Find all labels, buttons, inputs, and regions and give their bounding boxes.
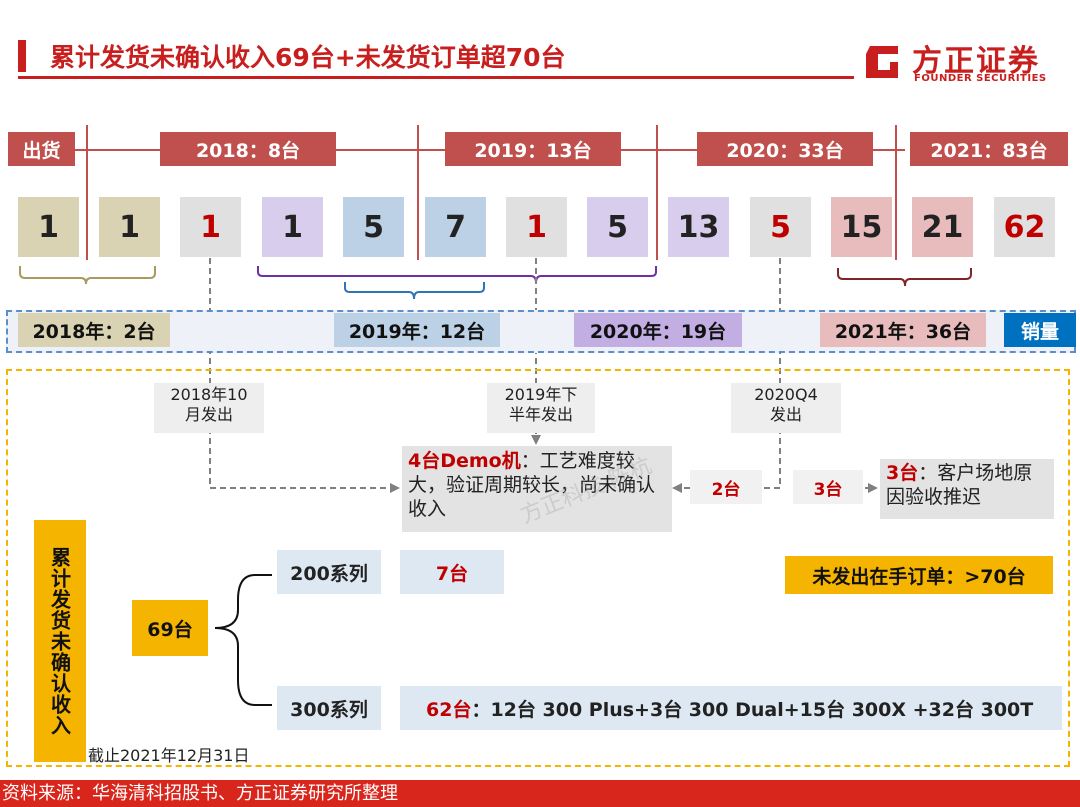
- delay-text: ：客户场地原因验收推迟: [886, 462, 1033, 508]
- shipment-box: 13: [668, 197, 729, 257]
- divider-line: [895, 125, 897, 260]
- sales-2021: 2021年：36台: [820, 313, 986, 347]
- backlog-orders: 未发出在手订单：>70台: [785, 556, 1053, 594]
- series-300-detail: 62台：12台 300 Plus+3台 300 Dual+15台 300X +3…: [400, 686, 1062, 730]
- year-header-2018: 2018：8台: [160, 132, 336, 166]
- shipment-box: 5: [750, 197, 811, 257]
- divider-line: [656, 125, 658, 260]
- cutoff-date: 截止2021年12月31日: [88, 746, 250, 765]
- series-200-label: 200系列: [277, 550, 381, 594]
- shipment-box: 1: [18, 197, 79, 257]
- year-header-2020: 2020：33台: [697, 132, 873, 166]
- source-bar: 资料来源：华海清科招股书、方正证券研究所整理: [0, 780, 1080, 807]
- cumulative-region: [6, 369, 1070, 767]
- year-header-2019: 2019：13台: [445, 132, 621, 166]
- shipment-box: 1: [262, 197, 323, 257]
- shipment-box: 1: [180, 197, 241, 257]
- note-2019: 2019年下半年发出: [487, 383, 595, 433]
- title-accent-bar: [18, 40, 26, 72]
- note-2019-text: 2019年下半年发出: [504, 385, 578, 424]
- three-units-box: 3台: [793, 470, 863, 504]
- shipment-box: 1: [506, 197, 567, 257]
- delay-highlight: 3台: [886, 462, 919, 484]
- sales-2020: 2020年：19台: [574, 313, 742, 347]
- demo-highlight: 4台Demo机: [408, 450, 521, 472]
- divider-line: [86, 125, 88, 260]
- title-underline: [18, 76, 854, 79]
- shipment-box: 7: [425, 197, 486, 257]
- demo-machine-note: 4台Demo机：工艺难度较大，验证周期较长，尚未确认收入: [402, 446, 672, 532]
- logo-english-name: FOUNDER SECURITIES: [914, 73, 1047, 84]
- shipment-box: 5: [343, 197, 404, 257]
- cumulative-vertical-label: 累计发货未确认收入: [34, 520, 86, 762]
- note-2020: 2020Q4发出: [731, 383, 841, 433]
- series-300-highlight: 62台: [426, 698, 472, 721]
- shipment-box: 15: [831, 197, 892, 257]
- logo-chinese-name: 方正证券: [912, 44, 1040, 79]
- year-header-2021: 2021：83台: [910, 132, 1068, 166]
- series-300-label: 300系列: [277, 686, 381, 730]
- delay-note: 3台：客户场地原因验收推迟: [880, 459, 1054, 519]
- sales-2018: 2018年：2台: [18, 313, 170, 347]
- sales-label: 销量: [1004, 313, 1076, 347]
- shipment-box: 1: [99, 197, 160, 257]
- note-2020-text: 2020Q4发出: [754, 385, 818, 424]
- sales-2019: 2019年：12台: [334, 313, 500, 347]
- shipment-box: 62: [994, 197, 1055, 257]
- series-300-text: ：12台 300 Plus+3台 300 Dual+15台 300X +32台 …: [471, 698, 1034, 721]
- divider-line: [417, 125, 419, 260]
- shipment-box: 5: [587, 197, 648, 257]
- demo-text: ：工艺难度较大，验证周期较长，尚未确认收入: [408, 450, 656, 520]
- shipment-box: 21: [912, 197, 973, 257]
- total-69: 69台: [132, 600, 208, 656]
- note-2018-text: 2018年10月发出: [170, 385, 248, 424]
- founder-logo-icon: [866, 46, 898, 78]
- series-200-value: 7台: [400, 550, 504, 594]
- two-units-box: 2台: [690, 470, 762, 504]
- shipping-header-label: 出货: [8, 132, 75, 166]
- page-title: 累计发货未确认收入69台+未发货订单超70台: [50, 43, 566, 72]
- note-2018: 2018年10月发出: [154, 383, 264, 433]
